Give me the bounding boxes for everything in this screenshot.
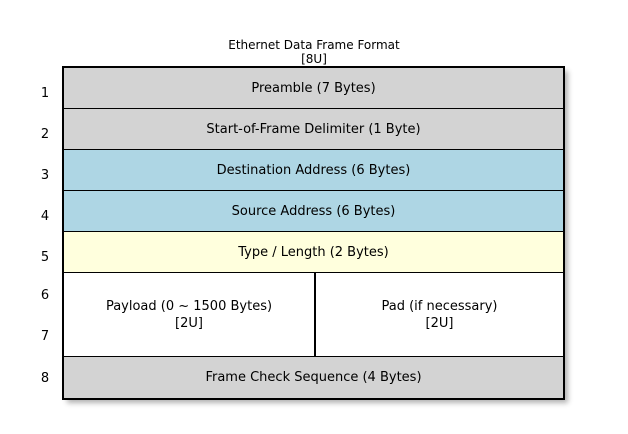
frame-field-payload: Payload (0 ~ 1500 Bytes) [2U] [64, 273, 316, 356]
frame-field-label: Type / Length (2 Bytes) [238, 244, 389, 260]
frame-field-pad: Pad (if necessary) [2U] [316, 273, 563, 356]
frame-field-source-address: Source Address (6 Bytes) [64, 191, 563, 232]
diagram-title-block: Ethernet Data Frame Format [8U] [0, 38, 628, 66]
frame-field-preamble: Preamble (7 Bytes) [64, 68, 563, 109]
row-number-1: 1 [40, 86, 50, 101]
row-number-8: 8 [40, 371, 50, 386]
frame-field-label: Preamble (7 Bytes) [251, 80, 376, 96]
row-number-gutter: 1 2 3 4 5 6 7 8 [30, 66, 60, 400]
page-title: Ethernet Data Frame Format [228, 38, 400, 52]
frame-field-destination-address: Destination Address (6 Bytes) [64, 150, 563, 191]
frame-field-type-length: Type / Length (2 Bytes) [64, 232, 563, 273]
row-number-6: 6 [40, 288, 50, 303]
frame-field-label: Start-of-Frame Delimiter (1 Byte) [206, 121, 421, 137]
row-number-2: 2 [40, 127, 50, 142]
ethernet-frame-table: Preamble (7 Bytes) Start-of-Frame Delimi… [62, 66, 565, 400]
frame-field-label: Destination Address (6 Bytes) [216, 162, 411, 178]
frame-field-label: Source Address (6 Bytes) [231, 203, 396, 219]
row-number-5: 5 [40, 250, 50, 265]
row-number-3: 3 [40, 168, 50, 183]
frame-field-payload-pad-row: Payload (0 ~ 1500 Bytes) [2U] Pad (if ne… [64, 273, 563, 357]
frame-field-label: Frame Check Sequence (4 Bytes) [205, 370, 422, 385]
row-number-4: 4 [40, 209, 50, 224]
frame-field-label: Pad (if necessary) [2U] [381, 298, 498, 331]
frame-field-frame-check-sequence: Frame Check Sequence (4 Bytes) [64, 357, 563, 398]
page-subtitle: [8U] [301, 52, 327, 66]
row-number-7: 7 [40, 329, 50, 344]
frame-field-start-of-frame-delimiter: Start-of-Frame Delimiter (1 Byte) [64, 109, 563, 150]
frame-field-label: Payload (0 ~ 1500 Bytes) [2U] [105, 298, 273, 331]
